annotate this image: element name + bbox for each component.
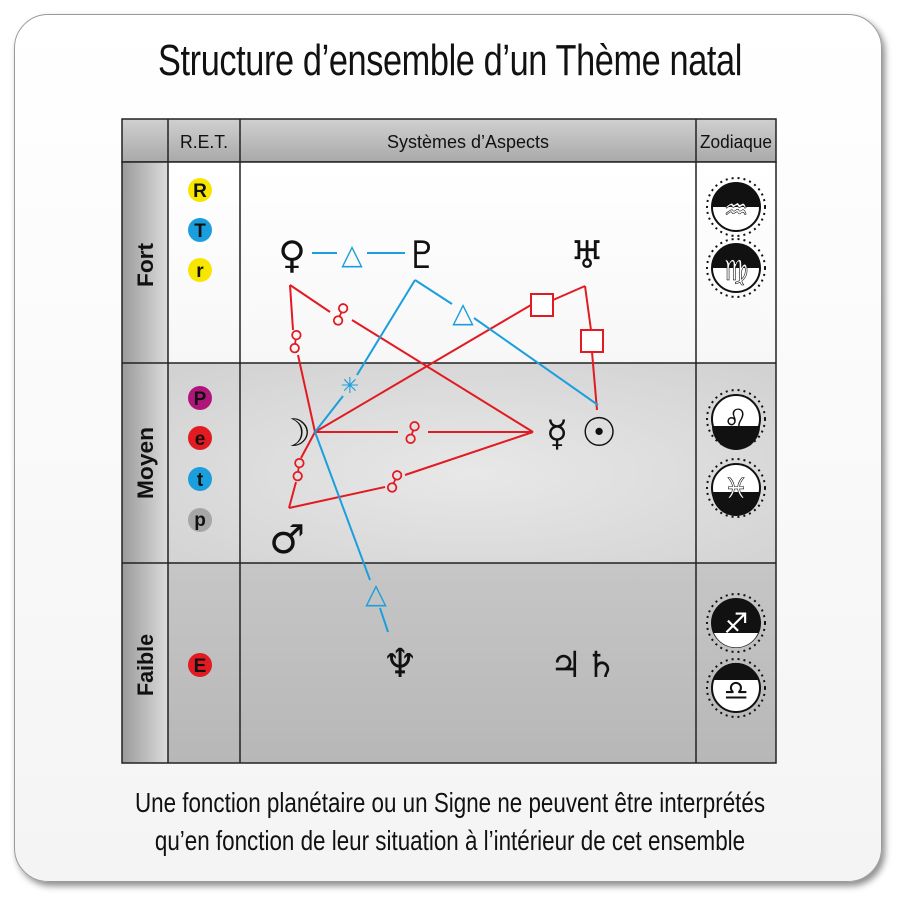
sagittarius-icon: ♐ bbox=[706, 593, 766, 653]
ret-badge-E: E bbox=[188, 653, 212, 677]
pluto-icon: ♇ bbox=[405, 233, 439, 277]
ret-badge-R: R bbox=[188, 178, 212, 202]
ret-badge-letter: P bbox=[194, 389, 207, 410]
ret-badge-letter: T bbox=[194, 221, 206, 242]
virgo-icon: ♍ bbox=[706, 238, 766, 298]
row-label-moyen: Moyen bbox=[133, 427, 158, 499]
leo-glyph: ♌ bbox=[723, 403, 748, 436]
aquarius-icon: ♒ bbox=[706, 177, 766, 237]
ret-badge-circle bbox=[188, 467, 212, 491]
row-label-faible: Faible bbox=[133, 634, 158, 696]
ret-badge-P: P bbox=[188, 386, 212, 410]
uranus-icon: ♅ bbox=[570, 233, 604, 277]
header-zodiac: Zodiaque bbox=[700, 132, 772, 152]
ret-badge-letter: r bbox=[196, 261, 204, 282]
ret-badges: R T r P e t p E bbox=[188, 178, 212, 677]
sextile-icon: ✳ bbox=[341, 374, 359, 399]
libra-icon: ♎ bbox=[706, 658, 766, 718]
ret-badge-t: t bbox=[188, 467, 212, 491]
ret-badge-r: r bbox=[188, 258, 212, 282]
libra-glyph: ♎ bbox=[723, 674, 748, 707]
ret-badge-letter: e bbox=[195, 429, 206, 450]
ret-badge-circle bbox=[188, 178, 212, 202]
saturn-icon: ♄ bbox=[585, 645, 617, 686]
row-moyen-bg bbox=[168, 363, 776, 563]
venus-icon: ♀ bbox=[278, 233, 306, 277]
jupiter-icon: ♃ bbox=[550, 645, 582, 686]
ret-badge-letter: t bbox=[197, 470, 204, 491]
aquarius-glyph: ♒ bbox=[723, 193, 748, 226]
sagittarius-glyph: ♐ bbox=[723, 607, 748, 640]
ret-badge-circle bbox=[188, 653, 212, 677]
leo-icon: ♌ bbox=[706, 389, 766, 450]
row-label-fort: Fort bbox=[133, 242, 158, 287]
ret-badge-p: p bbox=[188, 508, 212, 532]
mercury-icon: ☿ bbox=[546, 414, 568, 455]
square-icon bbox=[530, 293, 554, 317]
side-label-column bbox=[122, 162, 168, 763]
virgo-glyph: ♍ bbox=[723, 254, 748, 287]
header-aspects: Systèmes d’Aspects bbox=[387, 132, 549, 152]
table-header: R.E.T. Systèmes d’Aspects Zodiaque bbox=[121, 118, 777, 163]
zodiac-icons: ♒ ♍ ♌ ♓ ♐ bbox=[706, 177, 766, 718]
red-aspect-lines bbox=[288, 284, 598, 509]
row-faible-bg bbox=[168, 563, 776, 763]
caption-line-1: Une fonction planétaire ou un Signe ne p… bbox=[134, 787, 766, 818]
square-icon bbox=[580, 329, 604, 353]
trine-icon: △ bbox=[341, 238, 363, 271]
planet-glyphs: ♀ ♇ ♅ ☽ ☿ ☉ ♂ ♆ ♃ ♄ bbox=[269, 233, 617, 687]
blue-aspect-lines bbox=[312, 252, 599, 633]
ret-badge-letter: R bbox=[193, 181, 207, 202]
header-ret: R.E.T. bbox=[180, 132, 228, 152]
ret-badge-letter: E bbox=[194, 656, 207, 677]
row-fort-bg bbox=[168, 162, 776, 363]
mars-icon: ♂ bbox=[269, 517, 305, 563]
ret-badge-e: e bbox=[188, 426, 212, 450]
trine-icon: △ bbox=[365, 577, 387, 610]
ret-badge-circle bbox=[188, 258, 212, 282]
neptune-icon: ♆ bbox=[382, 641, 418, 687]
ret-badge-letter: p bbox=[194, 510, 206, 531]
ret-badge-circle bbox=[188, 508, 212, 532]
table-grid bbox=[121, 161, 777, 764]
ret-badge-circle bbox=[188, 426, 212, 450]
ret-badge-circle bbox=[188, 386, 212, 410]
caption-line-2: qu’en fonction de leur situation à l’int… bbox=[154, 825, 746, 856]
page-title: Structure d’ensemble d’un Thème natal bbox=[158, 36, 742, 85]
sun-icon: ☉ bbox=[581, 410, 617, 456]
pisces-glyph: ♓ bbox=[723, 472, 748, 505]
ret-badge-circle bbox=[188, 218, 212, 242]
pisces-icon: ♓ bbox=[706, 458, 766, 518]
trine-icon: △ bbox=[452, 296, 474, 329]
ret-badge-T: T bbox=[188, 218, 212, 242]
moon-icon: ☽ bbox=[277, 411, 311, 455]
